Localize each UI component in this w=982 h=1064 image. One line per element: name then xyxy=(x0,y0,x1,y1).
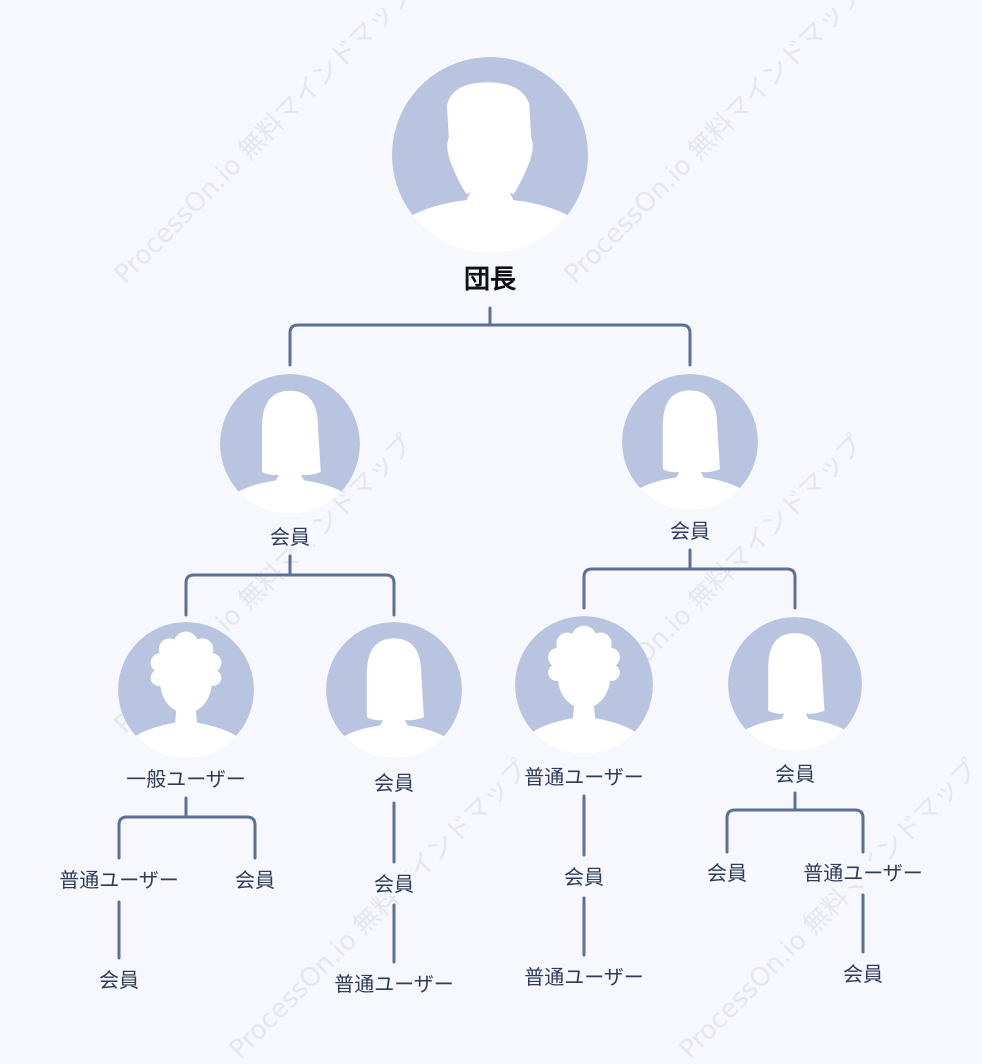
connector-member1-children xyxy=(184,554,396,617)
leaf-node-label: 会員 xyxy=(371,872,417,896)
leaf-node-label: 普通ユーザー xyxy=(521,965,647,989)
connector-member2-children xyxy=(582,548,797,610)
member-node-label: 会員 xyxy=(667,519,713,543)
leaf-node-label: 会員 xyxy=(704,861,750,885)
curly-hair-avatar-icon xyxy=(118,622,254,758)
root-node-label: 団長 xyxy=(460,267,520,293)
member-node-label: 会員 xyxy=(267,525,313,549)
member-node-label: 一般ユーザー xyxy=(123,767,249,791)
leaf-node-label: 普通ユーザー xyxy=(800,861,926,885)
woman-avatar-icon xyxy=(326,622,462,758)
man-avatar-icon xyxy=(392,57,588,253)
member-node-label: 普通ユーザー xyxy=(521,765,647,789)
woman-avatar-icon xyxy=(220,374,360,514)
member-node-label: 会員 xyxy=(371,771,417,795)
leaf-node-label: 会員 xyxy=(96,968,142,992)
leaf-node-label: 会員 xyxy=(840,962,886,986)
connector-general-user-children xyxy=(117,796,257,860)
connector-member6-children xyxy=(725,791,865,854)
member-node-label: 会員 xyxy=(772,762,818,786)
curly-hair-avatar-icon xyxy=(515,616,653,754)
leaf-node-label: 普通ユーザー xyxy=(331,972,457,996)
leaf-node-label: 会員 xyxy=(232,868,278,892)
leaf-node-label: 会員 xyxy=(561,865,607,889)
leaf-node-label: 普通ユーザー xyxy=(56,868,182,892)
woman-avatar-icon xyxy=(728,617,862,751)
woman-avatar-icon xyxy=(622,374,758,510)
connector-root-members xyxy=(288,306,692,367)
